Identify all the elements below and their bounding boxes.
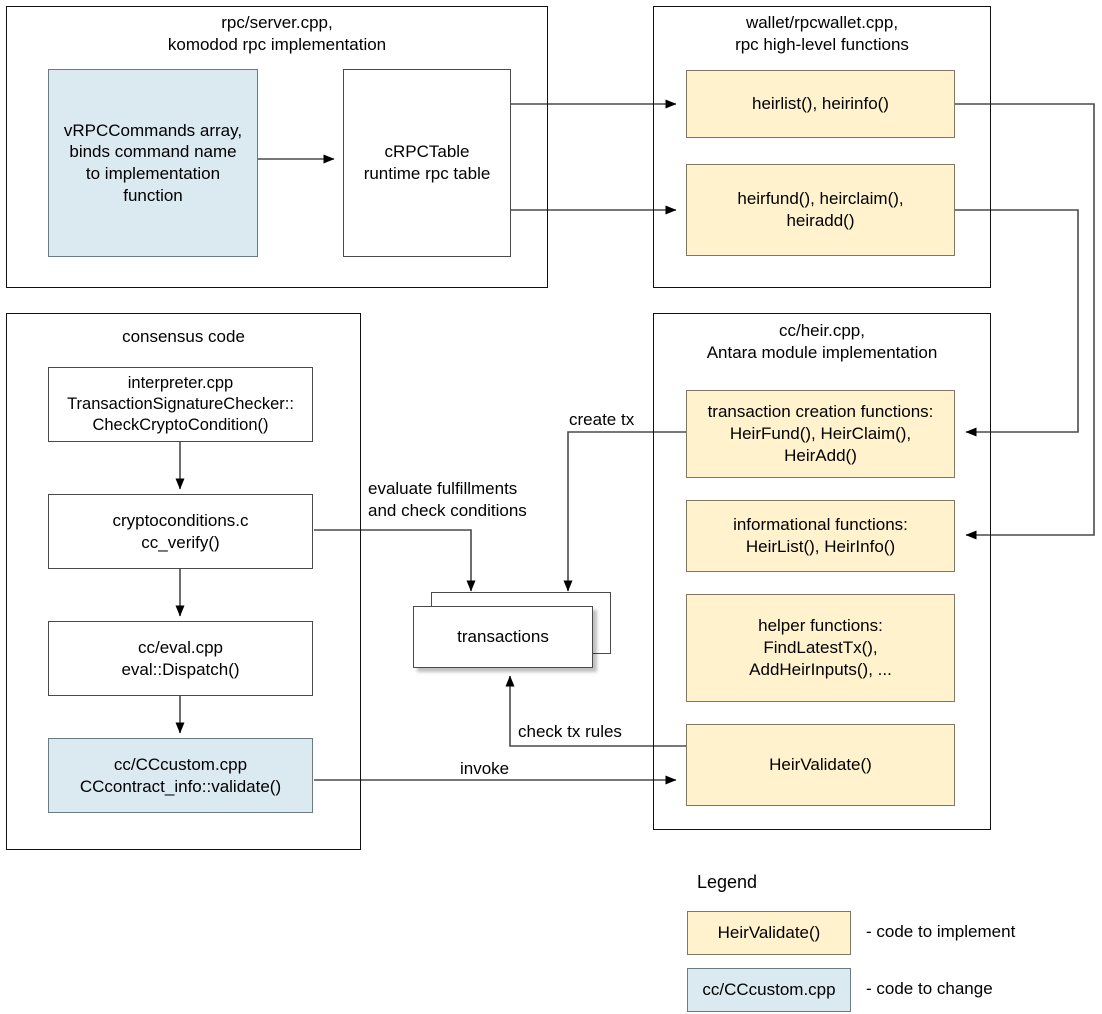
node-vrpccommands-array[interactable]: vRPCCommands array, binds command name t… [48, 69, 258, 257]
edge-label-evaluate-fulfillments: evaluate fulfillments and check conditio… [368, 479, 527, 521]
node-transaction-creation-functions[interactable]: transaction creation functions: HeirFund… [686, 390, 955, 478]
node-heirlist-heirinfo[interactable]: heirlist(), heirinfo() [686, 70, 955, 138]
group-consensus-title: consensus code [122, 327, 245, 346]
edge-label-invoke: invoke [460, 759, 510, 778]
node-transactions-stack[interactable]: transactions [413, 592, 617, 678]
edge-label-check-tx-rules: check tx rules [518, 722, 622, 741]
group-heir-title: cc/heir.cpp, Antara module implementatio… [706, 321, 938, 363]
node-cc-eval-cpp[interactable]: cc/eval.cpp eval::Dispatch() [48, 621, 313, 696]
node-helper-functions[interactable]: helper functions: FindLatestTx(), AddHei… [686, 594, 955, 702]
legend-swatch-code-to-change: cc/CCcustom.cpp [687, 968, 851, 1012]
group-rpcwallet-title: wallet/rpcwallet.cpp, rpc high-level fun… [735, 13, 909, 55]
legend-desc-code-to-change: - code to change [866, 979, 993, 998]
legend-swatch-code-to-implement: HeirValidate() [687, 911, 851, 955]
node-cc-cccustom-cpp[interactable]: cc/CCcustom.cpp CCcontract_info::validat… [48, 738, 313, 813]
node-interpreter-cpp[interactable]: interpreter.cpp TransactionSignatureChec… [48, 367, 313, 442]
node-crpctable[interactable]: cRPCTable runtime rpc table [343, 69, 511, 257]
transactions-card-front: transactions [413, 606, 593, 668]
node-heirfund-heirclaim-heiradd[interactable]: heirfund(), heirclaim(), heiradd() [686, 164, 955, 256]
edge-label-create-tx: create tx [569, 410, 635, 429]
legend-desc-code-to-implement: - code to implement [866, 922, 1016, 941]
legend-title: Legend [697, 872, 758, 892]
group-rpc-server [6, 6, 548, 288]
node-informational-functions[interactable]: informational functions: HeirList(), Hei… [686, 500, 955, 572]
node-heirvalidate[interactable]: HeirValidate() [686, 724, 955, 806]
group-rpc-server-title: rpc/server.cpp, komodod rpc implementati… [167, 13, 387, 55]
node-cryptoconditions-c[interactable]: cryptoconditions.c cc_verify() [48, 494, 313, 569]
